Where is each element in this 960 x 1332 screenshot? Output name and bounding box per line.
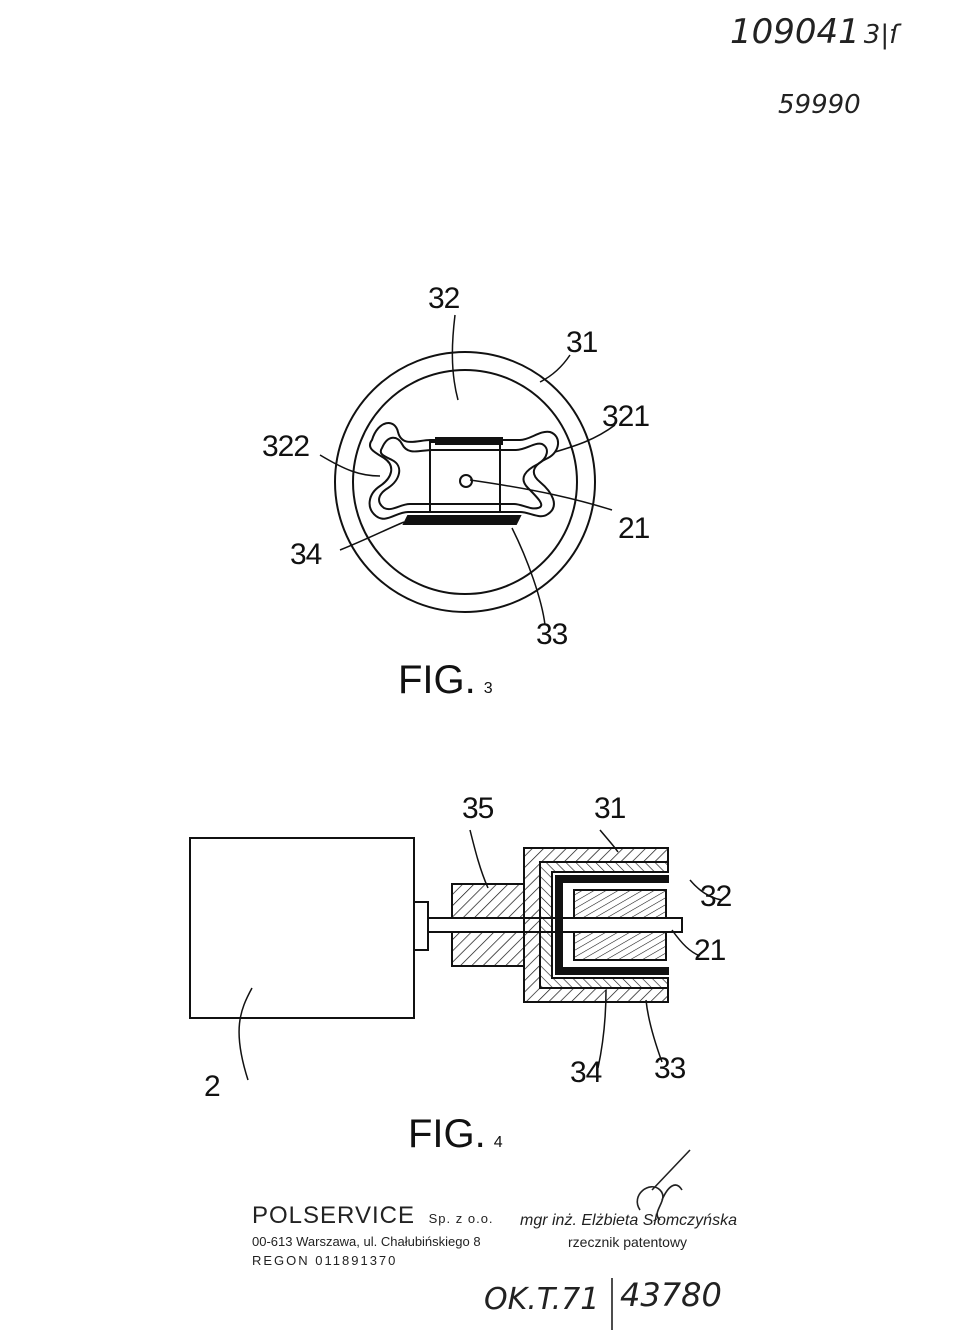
attorney-name: mgr inż. Elżbieta Słomczyńska [520, 1212, 737, 1229]
fig3-bottom-plate [402, 515, 522, 525]
fig3-shaft-dot [459, 474, 473, 488]
fig3-ref-32: 32 [428, 282, 460, 315]
fig3-ref-31: 31 [566, 326, 598, 359]
handwritten-code: 59990 [778, 90, 861, 120]
handwritten-ref-left: OK.T.71 [484, 1282, 600, 1317]
fig4-ref-21: 21 [694, 934, 726, 967]
fig4-ref-31: 31 [594, 792, 626, 825]
company-regon: REGON 011891370 [252, 1253, 398, 1268]
fig4-black-layer [555, 875, 669, 975]
company-form: Sp. z o.o. [428, 1211, 494, 1226]
fig3-drawing [319, 314, 616, 626]
fig4-ref-34: 34 [570, 1056, 602, 1089]
company-address: 00-613 Warszawa, ul. Chałubińskiego 8 [252, 1234, 481, 1249]
fig4-ref-32: 32 [700, 880, 732, 913]
fig4-caption: FIG.4 [408, 1112, 503, 1156]
fig4-drawing [189, 829, 723, 1081]
fig4-core-bottom [573, 931, 667, 961]
fig3-outer-ring [334, 351, 596, 613]
company-stamp: POLSERVICE Sp. z o.o. 00-613 Warszawa, u… [252, 1202, 494, 1268]
fig3-square-core [429, 441, 501, 513]
fig4-ref-2: 2 [204, 1070, 221, 1103]
fig4-motor-stub [413, 901, 429, 951]
attorney-title: rzecznik patentowy [568, 1234, 688, 1250]
attorney-stamp: mgr inż. Elżbieta Słomczyńska rzecznik p… [520, 1212, 737, 1250]
fig3-core-top-edge [435, 437, 503, 445]
fig3-inner-ring [352, 369, 578, 595]
fig3-caption: FIG.3 [398, 658, 493, 702]
fig4-inner-layer [539, 861, 669, 989]
company-name: POLSERVICE [252, 1202, 415, 1229]
handwritten-ref-right: 43780 [620, 1276, 722, 1314]
attorney-signature [636, 1149, 691, 1221]
fig4-neck-top [451, 883, 525, 919]
fig3-ref-33: 33 [536, 618, 568, 651]
fig3-ref-322: 322 [262, 430, 310, 463]
fig4-ref-35: 35 [462, 792, 494, 825]
fig3-wavy-body-inner [378, 436, 548, 511]
fig4-core-top [573, 889, 667, 919]
fig3-wavy-body [368, 422, 559, 520]
fig3-ref-34: 34 [290, 538, 322, 571]
fig4-ref-33: 33 [654, 1052, 686, 1085]
fig4-motor-box [189, 837, 415, 1019]
fig4-neck-bottom [451, 931, 525, 967]
fig3-ref-321: 321 [602, 400, 650, 433]
fig3-ref-21: 21 [618, 512, 650, 545]
